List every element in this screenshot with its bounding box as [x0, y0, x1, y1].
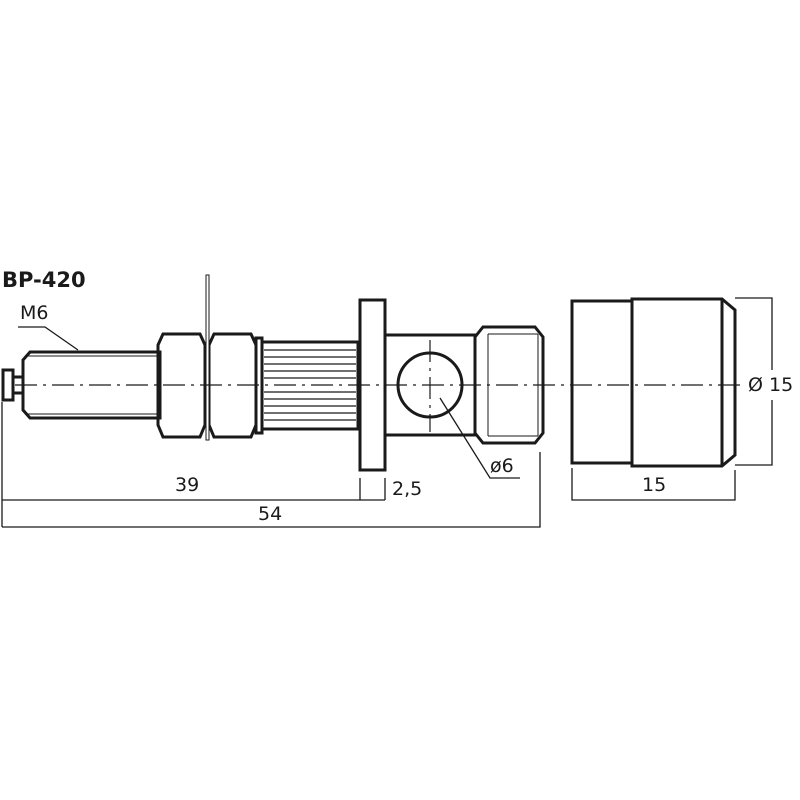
dimension-2-5-label: 2,5	[392, 478, 423, 500]
dimension-39-label: 39	[175, 474, 200, 496]
hole-diameter-label: ø6	[490, 455, 514, 477]
dimension-54-label: 54	[258, 503, 283, 525]
thread-label: M6	[20, 302, 49, 324]
cap-length-label: 15	[642, 474, 667, 496]
model-title: BP-420	[2, 268, 86, 292]
cap-diameter-label: Ø 15	[748, 374, 794, 396]
